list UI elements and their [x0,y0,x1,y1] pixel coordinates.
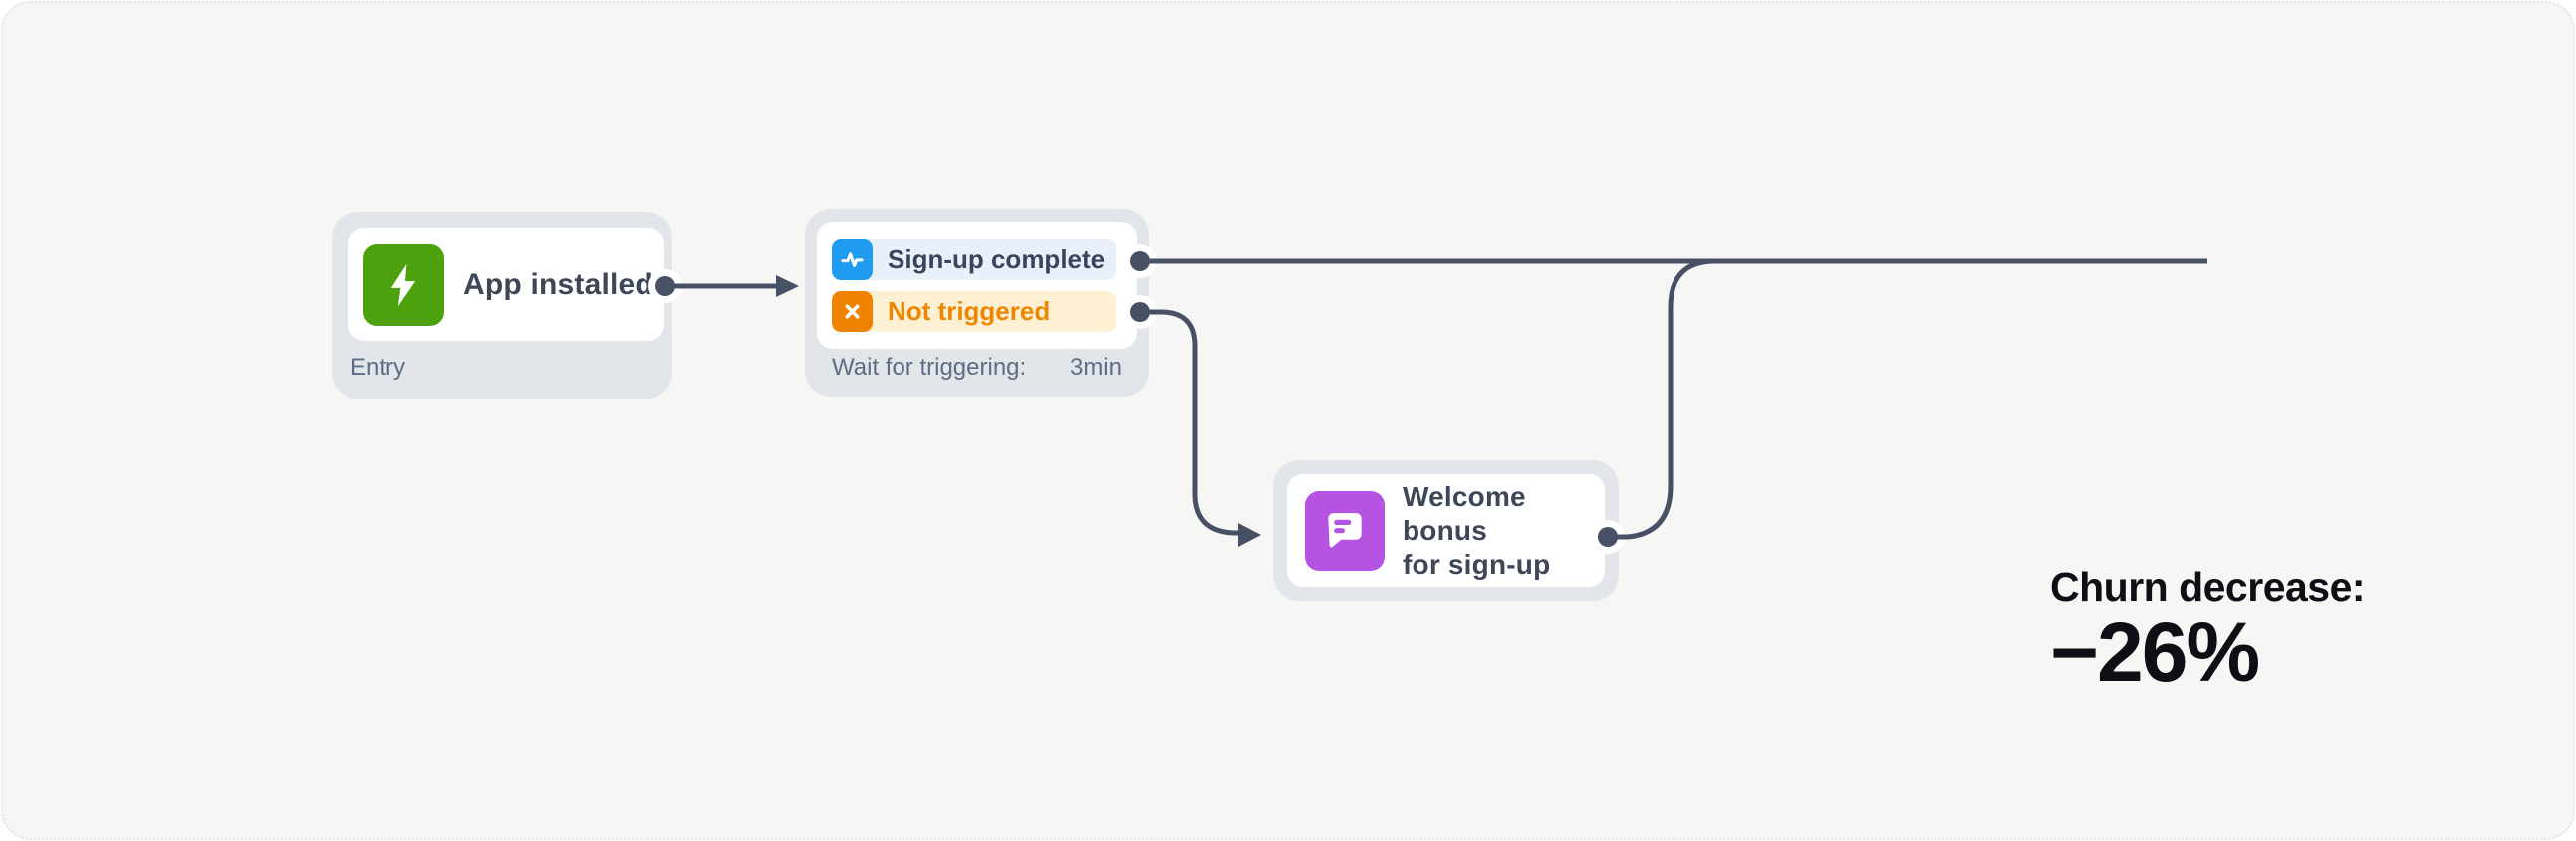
trigger-branch-signup-complete[interactable]: Sign-up complete [832,239,1116,280]
node-welcome-bonus[interactable]: Welcome bonus for sign-up [1273,460,1619,601]
node-title-line2: for sign-up [1403,548,1551,580]
lightning-icon [363,243,444,326]
node-title-line1: Welcome bonus [1403,480,1526,546]
node-app-installed-card[interactable]: App installed [348,228,664,341]
node-welcome-bonus-card[interactable]: Welcome bonus for sign-up [1287,474,1605,587]
branch-label: Sign-up complete [888,244,1106,274]
wait-value: 3min [1069,354,1122,381]
x-icon [832,291,873,332]
wait-label: Wait for triggering: [832,354,1027,381]
node-title: App installed [463,267,653,301]
node-trigger-signup[interactable]: Sign-up complete Not triggered Wait for … [805,209,1149,397]
trigger-wait-setting[interactable]: Wait for triggering: 3min [832,354,1122,382]
branch-label: Not triggered [888,296,1051,326]
pulse-icon [832,239,873,280]
node-caption-entry: Entry [350,354,406,381]
node-title: Welcome bonus for sign-up [1403,480,1605,582]
churn-metric-label: Churn decrease: [2050,564,2366,610]
node-app-installed[interactable]: App installed Entry [332,212,672,399]
churn-metric-value: −26% [2050,605,2260,699]
chat-bubble-icon [1305,490,1385,571]
churn-metric: Churn decrease: −26% [2050,564,2366,699]
trigger-branch-not-triggered[interactable]: Not triggered [832,291,1116,332]
node-trigger-card[interactable]: Sign-up complete Not triggered [817,222,1137,349]
